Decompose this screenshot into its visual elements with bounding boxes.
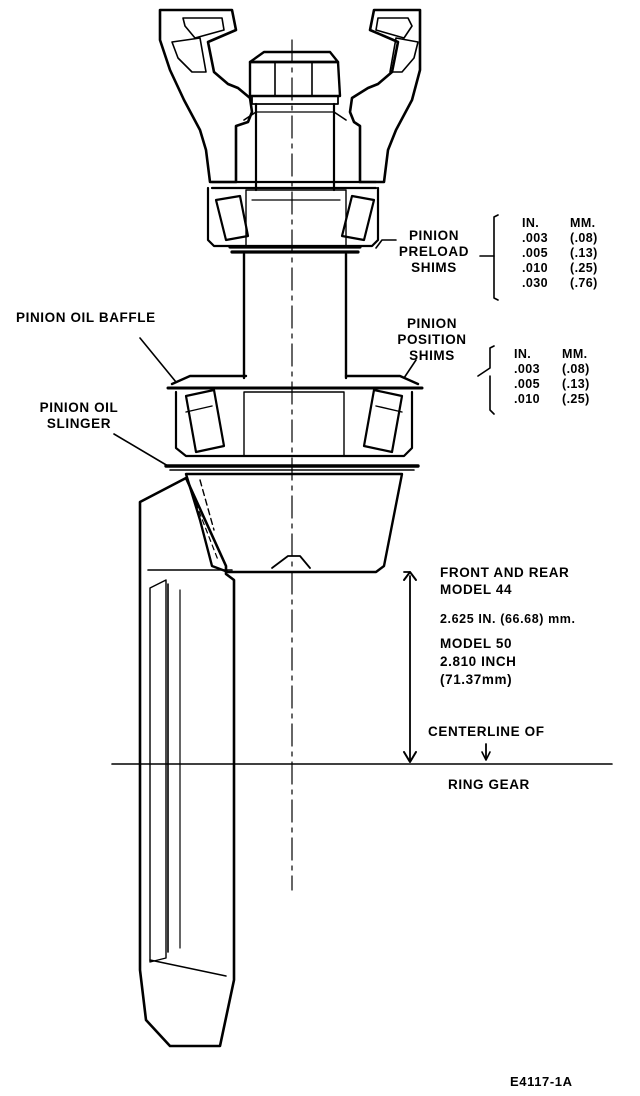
preload-shim-table: IN. MM. .003 (.08) .005 (.13) .010 (.25)… [522,216,616,291]
col-header-mm: MM. [570,216,596,230]
table-row: .005 (.13) [514,377,608,392]
pinion-shaft-middle [242,252,348,380]
cell-in: .010 [514,392,540,406]
pinion-nut [248,50,342,105]
centerline-of-label: CENTERLINE OF [428,724,545,739]
table-row: .003 (.08) [514,362,608,377]
pinion-shaft-upper [243,102,347,192]
cell-in: .005 [514,377,540,391]
model-50-dimension-mm: (71.37mm) [440,672,513,687]
rear-bearing [174,388,414,458]
oil-baffle [166,374,424,390]
cell-in: .005 [522,246,548,260]
label-line: POSITION [397,332,467,347]
label-line: PINION [406,316,458,331]
col-header-in: IN. [514,347,532,361]
leader-lines [113,214,499,467]
label-line: PINION [408,228,460,243]
table-row: .003 (.08) [522,231,616,246]
model-44-label: MODEL 44 [440,582,513,597]
yoke [158,8,422,184]
front-bearing [206,180,380,248]
col-header-in: IN. [522,216,540,230]
pinion-gear-head [184,472,404,574]
cell-in: .003 [522,231,548,245]
label-line: PRELOAD [398,244,470,259]
pinion-position-shims-label: PINION POSITION SHIMS [384,316,480,364]
cell-mm: (.25) [570,261,598,275]
model-50-label: MODEL 50 [440,636,513,651]
pinion-preload-shims-label: PINION PRELOAD SHIMS [386,228,482,276]
ring-gear-label: RING GEAR [448,777,530,792]
label-line: SHIMS [411,260,457,275]
cell-mm: (.13) [570,246,598,260]
label-line: PINION OIL [39,400,119,415]
pinion-depth-dimension [403,571,491,763]
cell-in: .010 [522,261,548,275]
figure-id: E4117-1A [510,1074,573,1089]
cell-mm: (.13) [562,377,590,391]
cell-in: .030 [522,276,548,290]
cell-mm: (.25) [562,392,590,406]
front-and-rear-label: FRONT AND REAR [440,565,570,580]
table-row: .010 (.25) [522,261,616,276]
model-50-dimension-inch: 2.810 INCH [440,654,517,669]
pinion-oil-slinger-label: PINION OIL SLINGER [22,400,136,432]
table-row: .010 (.25) [514,392,608,407]
model-44-dimension: 2.625 IN. (66.68) mm. [440,612,576,626]
table-header: IN. MM. [522,216,616,231]
position-shim-table: IN. MM. .003 (.08) .005 (.13) .010 (.25) [514,347,608,407]
ring-gear [138,476,236,1048]
cell-mm: (.76) [570,276,598,290]
col-header-mm: MM. [562,347,588,361]
label-line: SLINGER [46,416,112,431]
cell-in: .003 [514,362,540,376]
table-row: .005 (.13) [522,246,616,261]
cell-mm: (.08) [562,362,590,376]
preload-shims [228,245,362,254]
pinion-oil-baffle-label: PINION OIL BAFFLE [16,310,156,325]
table-header: IN. MM. [514,347,608,362]
label-line: SHIMS [409,348,455,363]
cell-mm: (.08) [570,231,598,245]
table-row: .030 (.76) [522,276,616,291]
